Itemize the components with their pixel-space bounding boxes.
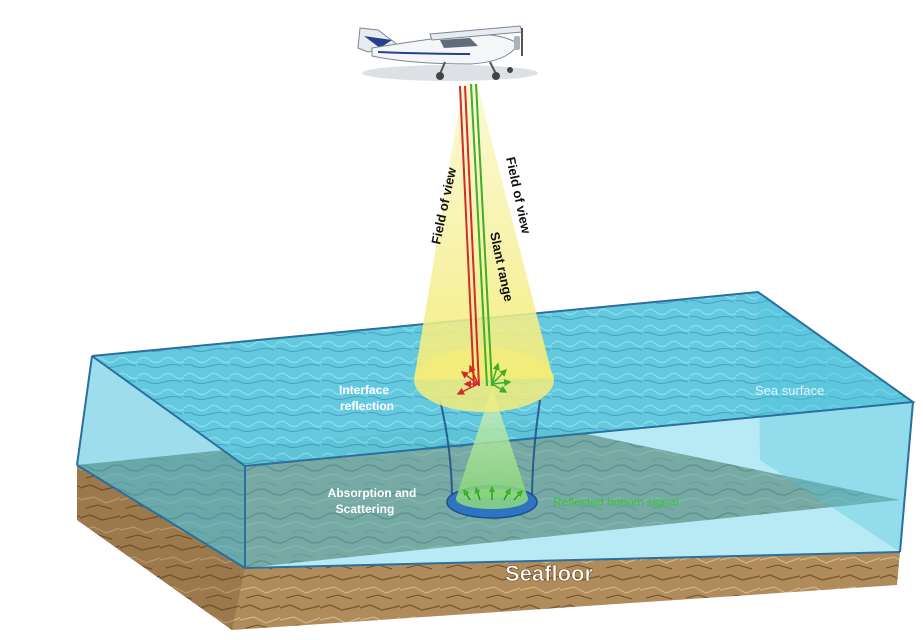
red-laser-beam <box>459 85 480 387</box>
green-laser-beam <box>470 83 493 387</box>
seafloor-front-shade <box>77 465 245 630</box>
interface-reflection-arrows-red <box>456 364 479 395</box>
field-of-view-footprint <box>414 348 554 412</box>
bottom-scatter-arrows <box>463 485 523 501</box>
water-front-face <box>245 402 913 568</box>
seafloor-front-face <box>77 465 900 630</box>
seafloor-label: Seafloor <box>505 561 593 586</box>
absorption-label-2: Scattering <box>336 502 395 516</box>
interface-reflection-label-1: Interface <box>339 383 389 397</box>
interface-reflection-label-2: reflection <box>340 399 394 413</box>
water-right-face <box>758 292 913 552</box>
water-left-face <box>77 356 245 568</box>
sea-surface-label: Sea surface <box>755 383 824 398</box>
underwater-green-cone <box>456 388 528 498</box>
interface-reflection-arrows-green <box>491 362 512 393</box>
absorption-label-1: Absorption and <box>328 486 417 500</box>
reflected-bottom-signal-label: Reflected bottom signal <box>553 495 678 509</box>
airplane-icon <box>357 25 538 81</box>
water-box-edges <box>76 290 916 569</box>
